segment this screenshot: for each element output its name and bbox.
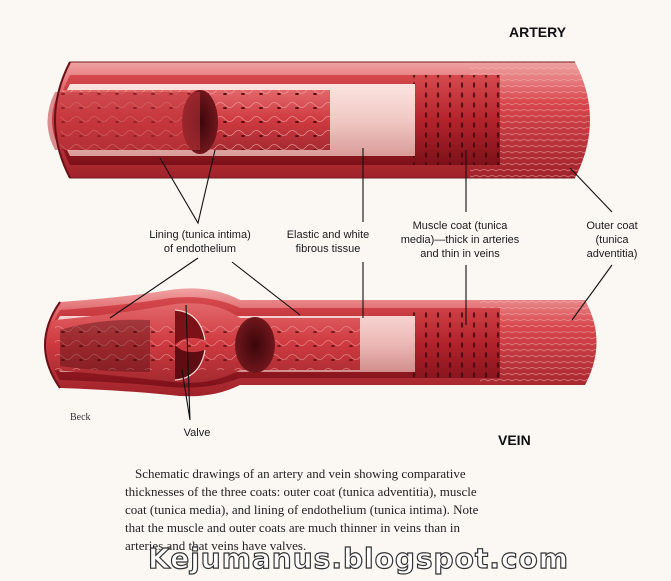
artery-vessel [47, 61, 590, 179]
label-outer-line1: Outer coat [586, 220, 637, 232]
artist-signature: Beck [70, 412, 91, 423]
caption-line-5: arteries and that veins have valves. [125, 538, 306, 553]
label-lining-line1: Lining (tunica intima) [149, 229, 251, 241]
caption-line-1: Schematic drawings of an artery and vein… [135, 466, 466, 481]
vein-vessel [44, 288, 597, 397]
label-outer-line2: (tunica [595, 234, 629, 246]
label-muscle-line3: and thin in veins [420, 248, 500, 260]
label-lining-line2: of endothelium [164, 243, 236, 255]
label-elastic-line1: Elastic and white [287, 229, 370, 241]
label-valve: Valve [184, 427, 211, 439]
vein-title: VEIN [498, 432, 531, 448]
leader-lines [109, 148, 613, 421]
label-muscle-line1: Muscle coat (tunica [413, 220, 509, 232]
caption-line-4: that the muscle and outer coats are much… [125, 520, 461, 535]
label-elastic-line2: fibrous tissue [296, 243, 361, 255]
caption-line-3: coat (tunica media), and lining of endot… [125, 502, 479, 517]
label-muscle-line2: media)—thick in arteries [401, 234, 520, 246]
watermark: Kejumanus.blogspot.com [148, 542, 569, 575]
figure-caption: Schematic drawings of an artery and vein… [125, 466, 479, 553]
caption-line-2: thicknesses of the three coats: outer co… [125, 484, 477, 499]
label-outer-line3: adventitia) [587, 248, 638, 260]
artery-title: ARTERY [509, 24, 567, 40]
